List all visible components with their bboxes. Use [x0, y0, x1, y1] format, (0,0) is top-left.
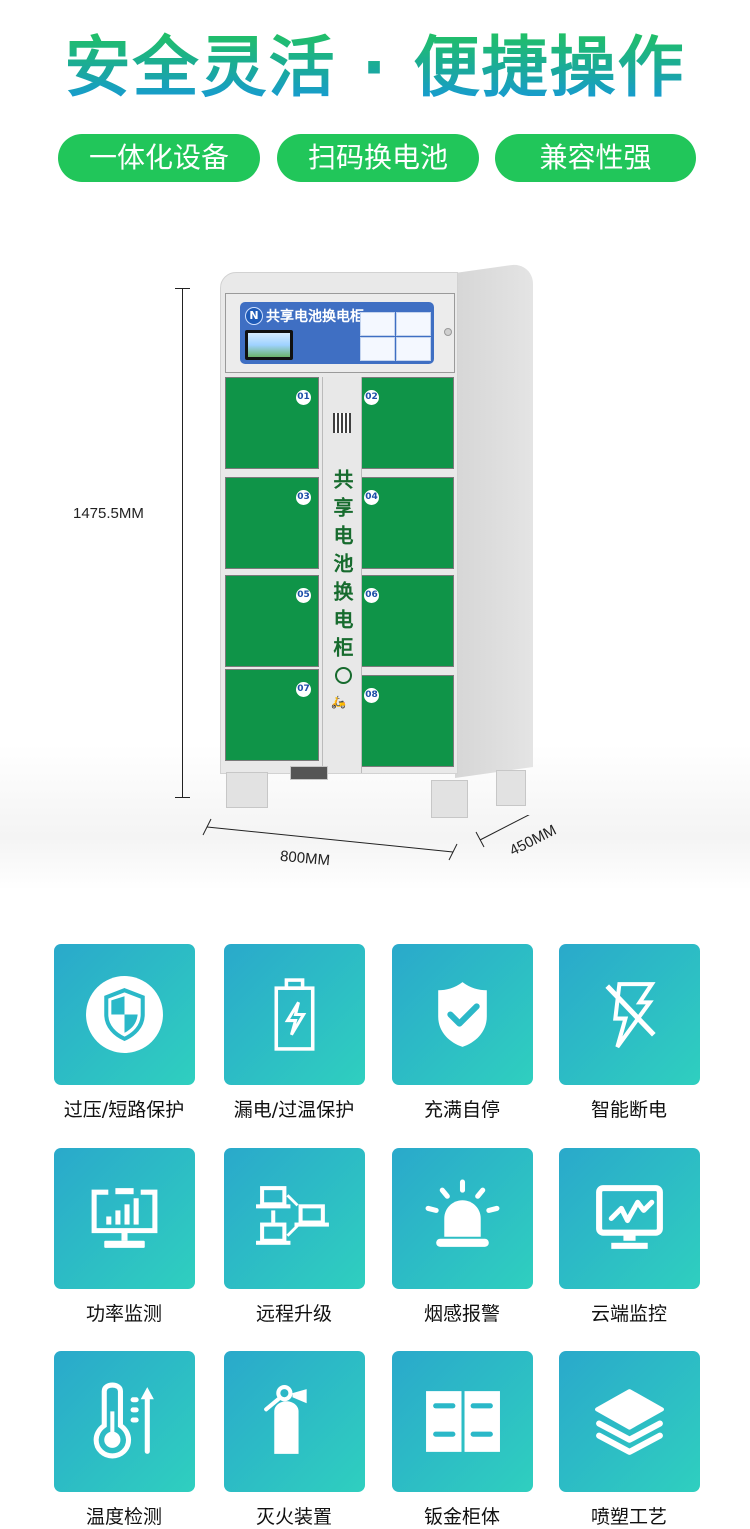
height-dimension-line — [182, 288, 183, 798]
plug-icon — [335, 667, 352, 684]
feature-tile-fire-extinguisher — [224, 1351, 365, 1492]
column-text: 共享电池换电柜 — [330, 469, 354, 665]
feature-label: 充满自停 — [423, 1099, 500, 1121]
feature-label: 功率监测 — [85, 1303, 162, 1325]
locker-door-05: 05 — [225, 575, 319, 667]
feature-label: 智能断电 — [590, 1099, 667, 1121]
usage-guide — [360, 312, 431, 361]
feature-tile-smart-cutoff — [559, 944, 700, 1085]
feature-label: 云端监控 — [590, 1303, 667, 1325]
feature-label: 烟感报警 — [423, 1303, 500, 1325]
headline: 安全灵活 · 便捷操作 — [0, 26, 750, 110]
feature-label: 钣金柜体 — [423, 1506, 500, 1528]
cabinet-screen — [245, 330, 293, 360]
shield-check-icon — [438, 982, 487, 1047]
width-depth-dimension-lines — [202, 815, 530, 861]
locker-doors: 01 02 03 04 05 06 07 08 共享电池换电柜 🛵 — [225, 377, 454, 773]
layers-icon — [595, 1389, 664, 1455]
cabinet-legs — [226, 766, 526, 818]
feature-tile-smoke-alarm — [392, 1148, 533, 1289]
height-dimension-label: 1475.5MM — [73, 505, 144, 522]
center-column: 共享电池换电柜 🛵 — [322, 377, 362, 773]
feature-tile-cloud-monitor — [559, 1148, 700, 1289]
monitor-chart-icon — [91, 1188, 158, 1248]
lock-knob-icon — [444, 328, 452, 336]
dimension-cap — [175, 288, 190, 289]
thermometer-icon — [93, 1382, 154, 1459]
fire-extinguisher-icon — [264, 1385, 307, 1454]
pill-compatible: 兼容性强 — [495, 134, 696, 182]
cabinet-icon — [426, 1391, 500, 1452]
feature-tile-remote-upgrade — [224, 1148, 365, 1289]
feature-tile-powder-coating — [559, 1351, 700, 1492]
locker-door-07: 07 — [225, 669, 319, 761]
cabinet-banner: N 共享电池换电柜 — [240, 302, 434, 364]
feature-label: 过压/短路保护 — [63, 1099, 185, 1121]
feature-tile-temperature — [54, 1351, 195, 1492]
feature-tile-sheet-metal — [392, 1351, 533, 1492]
banner-title: 共享电池换电柜 — [266, 309, 364, 325]
battery-bolt-icon — [274, 978, 315, 1051]
logo-icon: N — [245, 307, 263, 325]
cabinet-top-panel: N 共享电池换电柜 — [225, 293, 455, 373]
feature-label: 远程升级 — [255, 1303, 332, 1325]
locker-door-03: 03 — [225, 477, 319, 569]
network-laptops-icon — [256, 1186, 329, 1245]
feature-label: 漏电/过温保护 — [233, 1099, 355, 1121]
feature-tile-leakage — [224, 944, 365, 1085]
locker-door-08: 08 — [360, 675, 454, 767]
locker-door-01: 01 — [225, 377, 319, 469]
alarm-light-icon — [425, 1179, 500, 1247]
qr-code-icon — [333, 413, 351, 433]
pill-integrated: 一体化设备 — [58, 134, 260, 182]
feature-label: 喷塑工艺 — [590, 1506, 667, 1528]
feature-tile-auto-stop — [392, 944, 533, 1085]
locker-door-02: 02 — [360, 377, 454, 469]
dimension-cap — [175, 797, 190, 798]
feature-label: 温度检测 — [85, 1506, 162, 1528]
feature-pills: 一体化设备 扫码换电池 兼容性强 — [58, 134, 698, 182]
pill-scan: 扫码换电池 — [277, 134, 479, 182]
bolt-off-icon — [605, 982, 656, 1049]
feature-tile-power-monitor — [54, 1148, 195, 1289]
cabinet-side — [455, 262, 533, 778]
monitor-pulse-icon — [596, 1185, 663, 1249]
locker-door-06: 06 — [360, 575, 454, 667]
shield-circle-icon — [86, 976, 163, 1053]
battery-cabinet: N 共享电池换电柜 01 02 03 04 05 06 07 08 共享电池换电… — [220, 272, 458, 774]
ebike-icon: 🛵 — [331, 695, 346, 709]
feature-tile-overvoltage — [54, 944, 195, 1085]
locker-door-04: 04 — [360, 477, 454, 569]
feature-label: 灭火装置 — [255, 1506, 332, 1528]
